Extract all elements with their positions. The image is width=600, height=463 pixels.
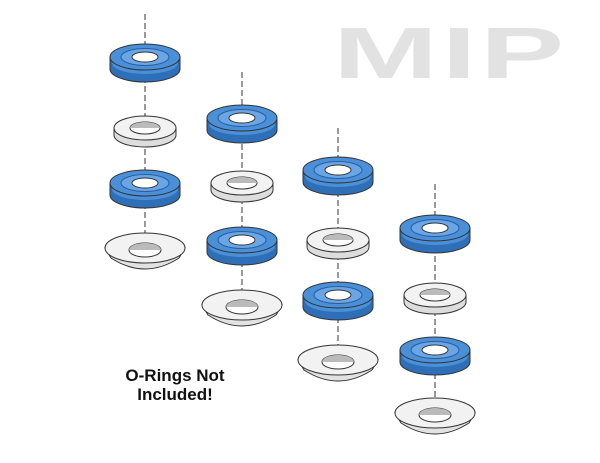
- mip-logo: MIP: [333, 14, 568, 94]
- blue-pulley: [206, 104, 278, 144]
- white-washer: [403, 282, 467, 315]
- white-cone-spacer: [394, 397, 476, 435]
- o-rings-note: O-Rings Not Included!: [100, 366, 250, 404]
- bearing-stack-3: [297, 128, 379, 382]
- white-cone-spacer: [201, 289, 283, 327]
- bearing-stack-2: [201, 72, 283, 327]
- caption-line-1: O-Rings Not: [125, 366, 225, 385]
- white-cone-spacer: [297, 344, 379, 382]
- white-cone-spacer: [104, 232, 186, 270]
- white-washer: [210, 170, 274, 203]
- blue-pulley: [109, 43, 181, 83]
- bearing-stack-4: [394, 184, 476, 435]
- blue-pulley: [109, 169, 181, 209]
- caption-line-2: Included!: [137, 385, 213, 404]
- blue-pulley: [399, 214, 471, 254]
- blue-pulley: [302, 156, 374, 196]
- white-washer: [306, 227, 370, 260]
- bearing-stack-1: [104, 14, 186, 270]
- blue-pulley: [399, 336, 471, 376]
- blue-pulley: [206, 226, 278, 266]
- blue-pulley: [302, 281, 374, 321]
- white-washer: [113, 115, 177, 148]
